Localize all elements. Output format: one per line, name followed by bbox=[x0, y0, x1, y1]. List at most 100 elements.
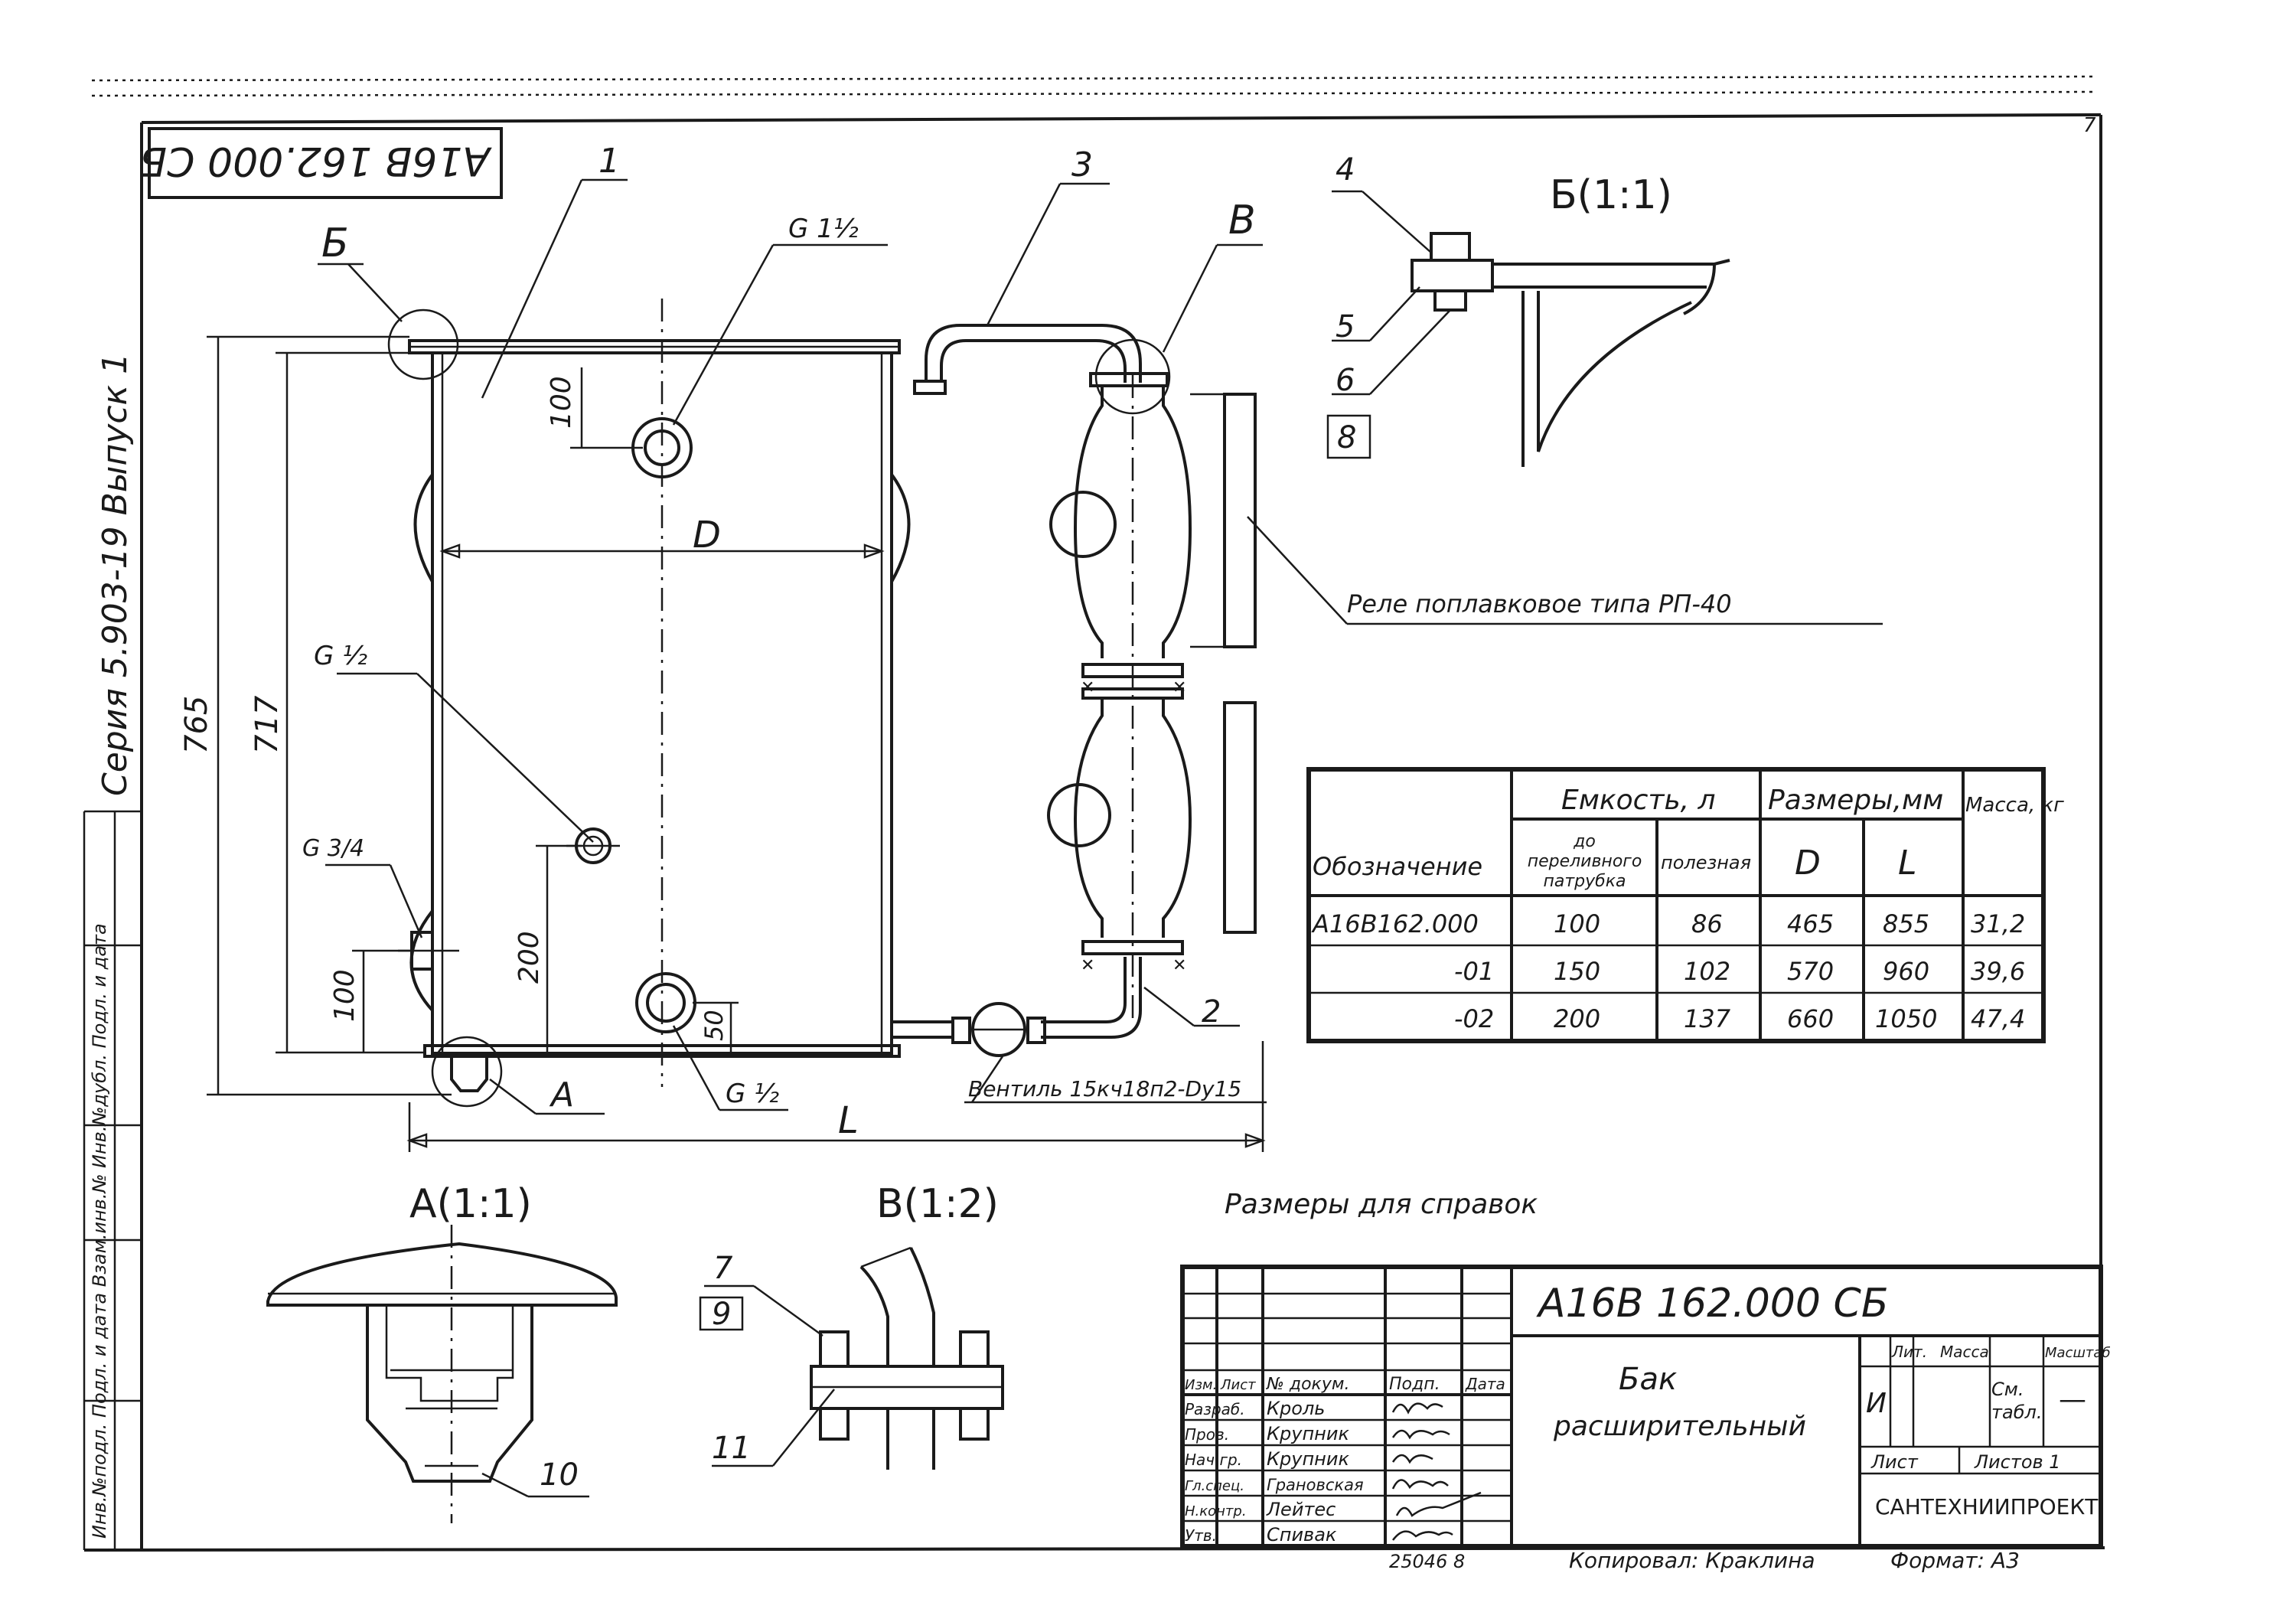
spec-table: Обозначение Емкость, л Размеры,мм Масса,… bbox=[1306, 767, 2064, 1043]
svg-text:Утв.: Утв. bbox=[1185, 1526, 1217, 1545]
svg-text:Подп.: Подп. bbox=[1389, 1375, 1440, 1394]
svg-text:9: 9 bbox=[712, 1297, 731, 1332]
svg-text:200: 200 bbox=[514, 931, 545, 984]
svg-text:465: 465 bbox=[1787, 909, 1834, 938]
title-name-1: Бак bbox=[1619, 1362, 1677, 1397]
series-label: Серия 5.903-19 Выпуск 1 bbox=[96, 353, 135, 796]
svg-text:100: 100 bbox=[329, 969, 360, 1022]
detail-V-title: В(1:2) bbox=[876, 1181, 999, 1227]
title-block: Изм. Лист № докум. Подп. Дата Разраб. Кр… bbox=[1180, 1265, 2111, 1573]
svg-text:86: 86 bbox=[1691, 909, 1723, 938]
svg-text:Гл.спец.: Гл.спец. bbox=[1185, 1478, 1244, 1494]
svg-text:1050: 1050 bbox=[1875, 1004, 1937, 1033]
detail-B-title: Б(1:1) bbox=[1550, 172, 1672, 218]
detail-A: А(1:1) 10 bbox=[266, 1181, 618, 1523]
svg-text:Дата: Дата bbox=[1465, 1375, 1505, 1393]
svg-text:L: L bbox=[1898, 844, 1917, 883]
svg-text:Н.контр.: Н.контр. bbox=[1185, 1503, 1247, 1519]
svg-text:Разраб.: Разраб. bbox=[1185, 1400, 1245, 1418]
approval-strip: Инв.№подл. Подл. и дата Взам.инв.№ Инв.№… bbox=[89, 923, 110, 1539]
rotated-code: А16В 162.000 СБ bbox=[140, 138, 493, 184]
svg-text:960: 960 bbox=[1883, 957, 1929, 986]
svg-text:Листов 1: Листов 1 bbox=[1974, 1451, 2061, 1473]
svg-text:Грановская: Грановская bbox=[1267, 1476, 1364, 1494]
callout-1: 1 bbox=[598, 142, 620, 181]
port-top-label: G 1½ bbox=[788, 214, 859, 244]
svg-text:855: 855 bbox=[1883, 909, 1929, 938]
svg-text:№ докум.: № докум. bbox=[1266, 1375, 1349, 1394]
svg-text:Пров.: Пров. bbox=[1185, 1425, 1229, 1444]
title-doc-code: А16В 162.000 СБ bbox=[1536, 1281, 1889, 1327]
svg-text:717: 717 bbox=[249, 695, 285, 754]
detail-B: Б(1:1) 4 5 6 8 bbox=[1326, 152, 1730, 467]
svg-text:8: 8 bbox=[1337, 420, 1356, 455]
relay-label: Реле поплавковое типа РП-40 bbox=[1347, 589, 1732, 618]
svg-text:Емкость, л: Емкость, л bbox=[1561, 785, 1716, 816]
svg-text:5: 5 bbox=[1336, 309, 1355, 344]
title-name-2: расширительный bbox=[1553, 1411, 1806, 1442]
svg-text:150: 150 bbox=[1554, 957, 1600, 986]
svg-text:Лейтес: Лейтес bbox=[1266, 1499, 1336, 1520]
callout-V: В bbox=[1228, 197, 1256, 243]
svg-text:765: 765 bbox=[179, 696, 214, 754]
dimensions bbox=[207, 335, 1266, 1152]
valve-label: Вентиль 15кч18п2-Dу15 bbox=[968, 1076, 1241, 1101]
svg-text:✕: ✕ bbox=[1172, 956, 1186, 975]
svg-text:Нач.гр.: Нач.гр. bbox=[1185, 1451, 1242, 1469]
svg-text:137: 137 bbox=[1684, 1004, 1731, 1033]
svg-text:D: D bbox=[1795, 844, 1821, 883]
callout-3: 3 bbox=[1071, 145, 1093, 184]
reference-note: Размеры для справок bbox=[1225, 1189, 1538, 1220]
svg-text:100: 100 bbox=[546, 376, 577, 429]
svg-text:Изм.: Изм. bbox=[1185, 1377, 1217, 1393]
svg-text:200: 200 bbox=[1554, 1004, 1600, 1033]
svg-text:Кроль: Кроль bbox=[1267, 1398, 1325, 1419]
svg-text:-02: -02 bbox=[1454, 1004, 1494, 1033]
tank-view bbox=[387, 299, 911, 1108]
svg-text:31,2: 31,2 bbox=[1971, 909, 2025, 938]
svg-text:Масса: Масса bbox=[1940, 1343, 1989, 1361]
svg-text:11: 11 bbox=[712, 1431, 751, 1466]
callout-B: Б bbox=[321, 220, 349, 266]
svg-text:Крупник: Крупник bbox=[1267, 1423, 1349, 1444]
svg-text:L: L bbox=[838, 1099, 859, 1142]
svg-text:И: И bbox=[1866, 1388, 1887, 1419]
org-name: САНТЕХНИИПРОЕКТ bbox=[1875, 1494, 2099, 1519]
svg-text:Лист: Лист bbox=[1870, 1451, 1919, 1473]
svg-text:Спивак: Спивак bbox=[1267, 1524, 1337, 1545]
rotated-code-box: А16В 162.000 СБ bbox=[140, 127, 503, 199]
svg-text:Размеры,мм: Размеры,мм bbox=[1768, 785, 1943, 816]
svg-text:570: 570 bbox=[1787, 957, 1834, 986]
copied-by: Копировал: Краклина bbox=[1569, 1548, 1815, 1573]
inv-number: 25046 8 bbox=[1389, 1551, 1465, 1572]
svg-text:Масса, кг: Масса, кг bbox=[1965, 794, 2064, 817]
detail-A-title: А(1:1) bbox=[409, 1181, 532, 1227]
svg-text:39,6: 39,6 bbox=[1971, 957, 2025, 986]
sheet-format: Формат: А3 bbox=[1890, 1548, 2020, 1573]
svg-text:—: — bbox=[2059, 1384, 2086, 1415]
port-bottom-label: G ½ bbox=[726, 1079, 779, 1109]
callout-labels: 1 3 В Б G 1½ G ½ G 3/4 G ½ А 2 Вентиль 1… bbox=[302, 142, 1732, 1115]
svg-text:Лист: Лист bbox=[1220, 1377, 1256, 1393]
piping-assembly: ✕ ✕ ✕ ✕ bbox=[892, 324, 1257, 1057]
svg-text:102: 102 bbox=[1684, 957, 1730, 986]
svg-text:D: D bbox=[693, 514, 721, 556]
detail-V: В(1:2) 7 9 11 bbox=[699, 1181, 1004, 1470]
svg-text:47,4: 47,4 bbox=[1971, 1004, 2025, 1033]
page-number: 7 bbox=[2083, 114, 2096, 137]
callout-2: 2 bbox=[1202, 994, 1221, 1030]
port-side-label: G 3/4 bbox=[302, 835, 364, 862]
svg-text:-01: -01 bbox=[1454, 957, 1494, 986]
svg-text:660: 660 bbox=[1787, 1004, 1834, 1033]
svg-text:100: 100 bbox=[1554, 909, 1600, 938]
leaders bbox=[318, 178, 1883, 1115]
callout-A: А bbox=[549, 1075, 574, 1115]
svg-text:6: 6 bbox=[1336, 363, 1355, 398]
svg-text:4: 4 bbox=[1336, 152, 1355, 188]
svg-text:✕: ✕ bbox=[1081, 956, 1094, 975]
svg-text:Масштаб: Масштаб bbox=[2045, 1345, 2111, 1361]
svg-text:50: 50 bbox=[700, 1010, 729, 1041]
svg-text:Обозначение: Обозначение bbox=[1313, 852, 1482, 881]
svg-text:7: 7 bbox=[713, 1251, 733, 1286]
